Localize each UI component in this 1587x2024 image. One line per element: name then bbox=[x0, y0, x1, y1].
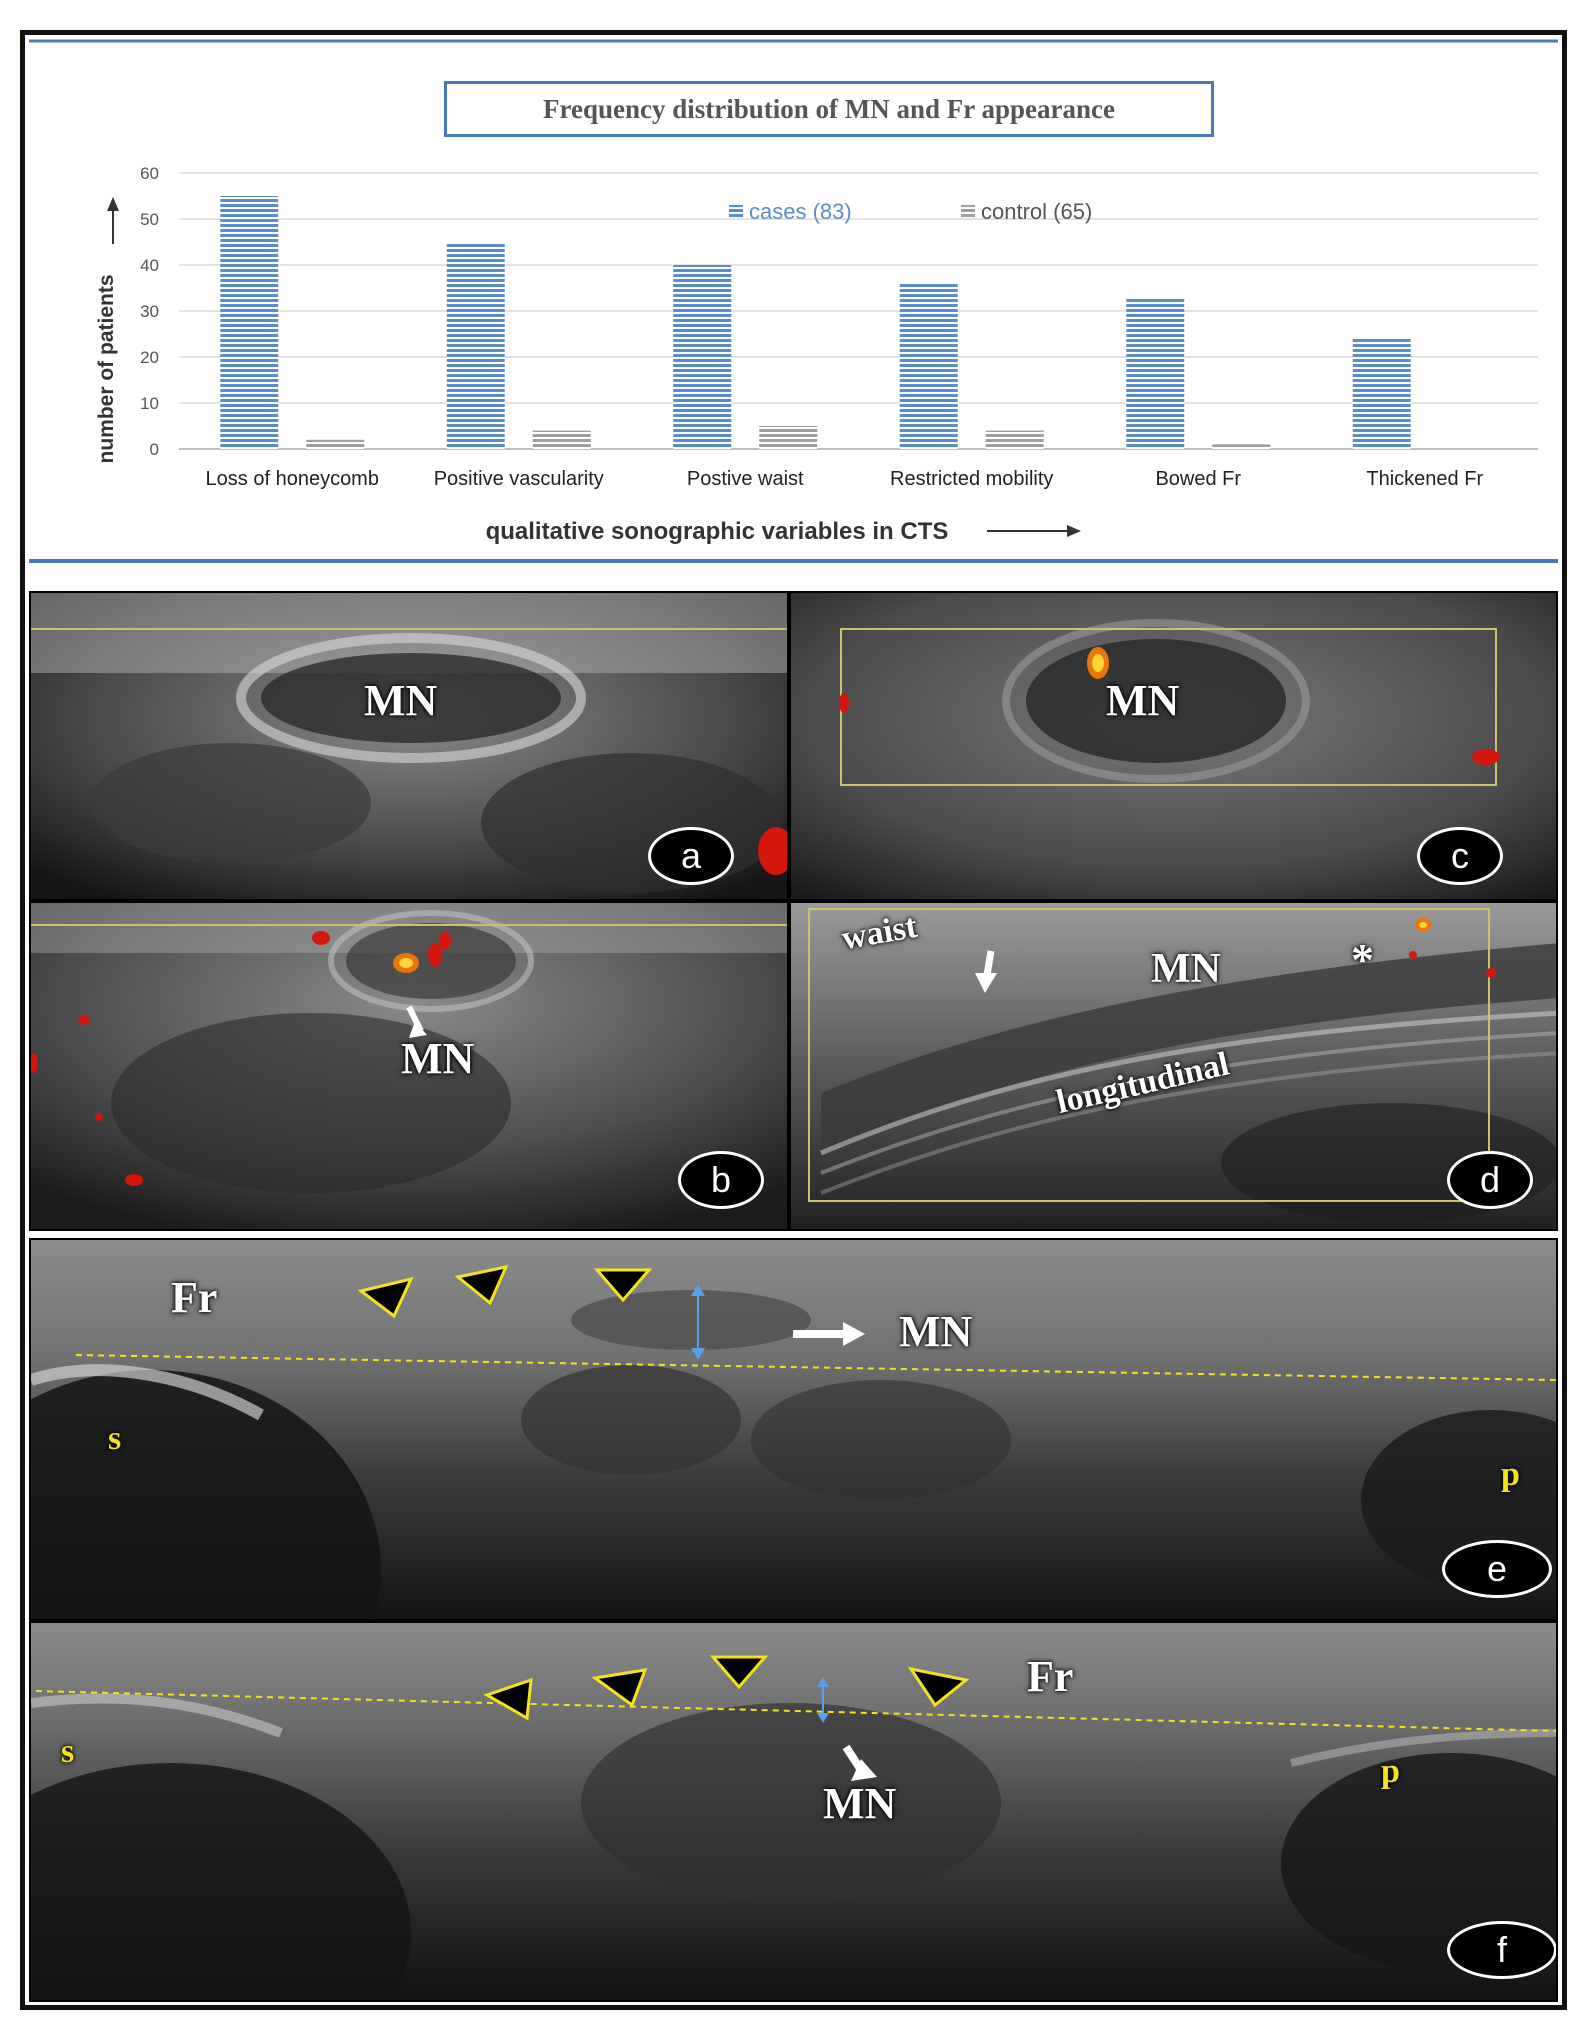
bar-control bbox=[306, 439, 365, 449]
label-p-f: p bbox=[1381, 1753, 1400, 1790]
ultrasound-panel-f: Fr MN s p f bbox=[29, 1621, 1558, 2002]
legend-entry: cases (83) bbox=[749, 199, 852, 224]
y-tick-label: 50 bbox=[140, 210, 159, 229]
bar-control bbox=[759, 426, 818, 449]
bar-cases bbox=[673, 265, 732, 449]
x-tick-label: Thickened Fr bbox=[1366, 468, 1483, 490]
panel-badge-e: e bbox=[1442, 1540, 1552, 1598]
ultrasound-panel-a: MN a bbox=[29, 591, 789, 901]
label-mn-f: MN bbox=[823, 1779, 897, 1828]
y-tick-label: 10 bbox=[140, 394, 159, 413]
ultrasound-image-b bbox=[31, 903, 787, 1229]
label-p-e: p bbox=[1501, 1456, 1520, 1493]
chart-title: Frequency distribution of MN and Fr appe… bbox=[444, 81, 1214, 137]
bar-control bbox=[1212, 444, 1271, 449]
x-tick-label: Restricted mobility bbox=[890, 468, 1053, 490]
ultrasound-panel-b: MN b bbox=[29, 901, 789, 1231]
bar-cases bbox=[446, 242, 505, 449]
ultrasound-panel-c: MN c bbox=[789, 591, 1558, 901]
bar-cases bbox=[1352, 338, 1411, 449]
ultrasound-image-f bbox=[31, 1623, 1556, 2000]
panel-badge-c: c bbox=[1417, 827, 1503, 885]
label-mn-a: MN bbox=[364, 676, 438, 725]
panel-badge-a: a bbox=[648, 827, 734, 885]
label-mn-b: MN bbox=[401, 1034, 475, 1083]
y-tick-label: 30 bbox=[140, 302, 159, 321]
legend-entry: control (65) bbox=[981, 199, 1092, 224]
panel-badge-b: b bbox=[678, 1151, 764, 1209]
y-axis-arrow-head bbox=[107, 197, 119, 211]
y-tick-label: 60 bbox=[140, 164, 159, 183]
y-tick-label: 0 bbox=[150, 440, 159, 459]
label-star-d: * bbox=[1351, 934, 1374, 985]
y-tick-label: 20 bbox=[140, 348, 159, 367]
label-mn-c: MN bbox=[1106, 676, 1180, 725]
x-tick-label: Positive vascularity bbox=[434, 468, 604, 490]
label-mn-e: MN bbox=[899, 1307, 973, 1356]
y-axis-title: number of patients bbox=[95, 274, 118, 463]
x-tick-label: Bowed Fr bbox=[1155, 468, 1241, 490]
bar-control bbox=[985, 430, 1044, 449]
bar-cases bbox=[220, 196, 279, 449]
x-tick-label: Loss of honeycomb bbox=[206, 468, 379, 490]
x-axis-title: qualitative sonographic variables in CTS bbox=[486, 518, 949, 545]
label-s-e: s bbox=[108, 1420, 122, 1457]
bar-cases bbox=[1126, 297, 1185, 449]
label-s-f: s bbox=[61, 1733, 75, 1770]
ultrasound-panel-e: Fr MN s p e bbox=[29, 1238, 1558, 1621]
label-fr-e: Fr bbox=[171, 1273, 218, 1322]
x-axis-arrow-head bbox=[1067, 525, 1081, 537]
x-tick-label: Postive waist bbox=[687, 468, 804, 490]
legend-swatch bbox=[729, 205, 743, 217]
bar-cases bbox=[899, 283, 958, 449]
ultrasound-image-e bbox=[31, 1240, 1556, 1619]
ultrasound-panel-d: waist MN * longitudinal d bbox=[789, 901, 1558, 1231]
legend-swatch bbox=[961, 205, 975, 217]
bar-control bbox=[532, 430, 591, 449]
panel-badge-f: f bbox=[1447, 1921, 1556, 1979]
y-tick-label: 40 bbox=[140, 256, 159, 275]
label-mn-d: MN bbox=[1151, 946, 1221, 992]
label-fr-f: Fr bbox=[1027, 1652, 1074, 1701]
panel-badge-d: d bbox=[1447, 1151, 1533, 1209]
